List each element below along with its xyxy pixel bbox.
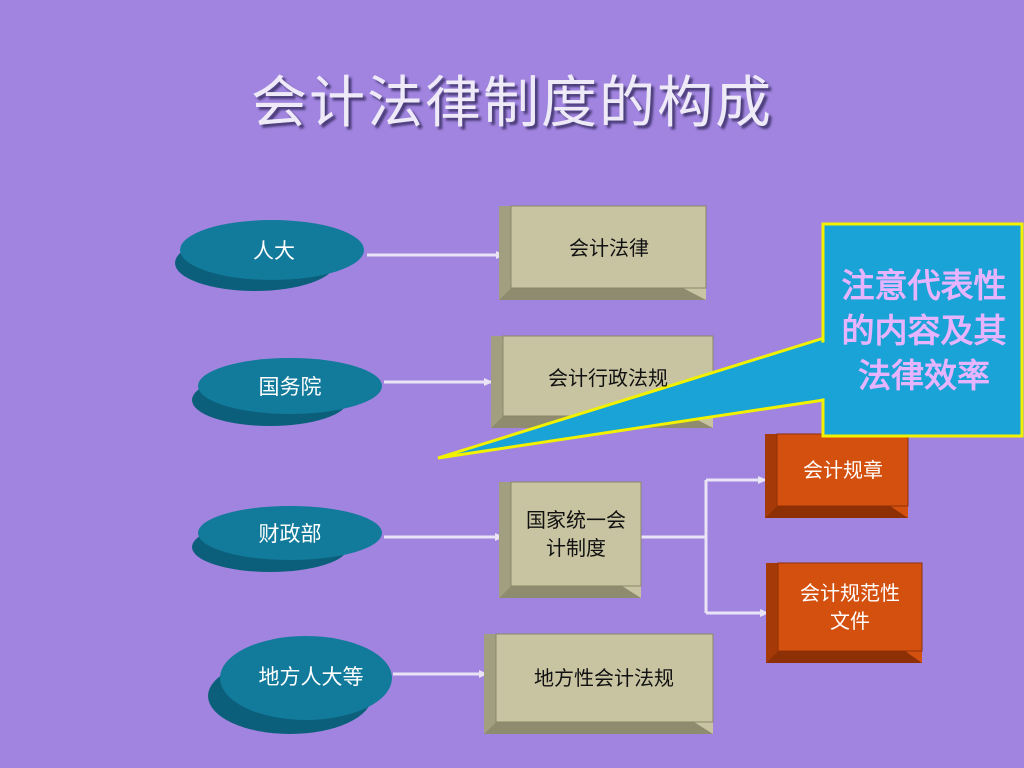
- document-label-difangxing: 地方性会计法规: [534, 666, 674, 690]
- sub-document-box-guifanxing: [766, 562, 923, 663]
- page-title: 会计法律制度的构成: [251, 71, 773, 136]
- document-label-kuaijifalv: 会计法律: [569, 236, 649, 260]
- document-box-guojiatongyi: [499, 481, 642, 598]
- callout-text: 注意代表性的内容及其法律效率: [841, 265, 1007, 395]
- sub-document-label-guizhang: 会计规章: [803, 458, 883, 482]
- issuer-label-difang: 地方人大等: [258, 665, 364, 689]
- issuer-label-guowuyuan: 国务院: [258, 375, 322, 399]
- callout-shape: [437, 222, 1024, 460]
- sub-document-box-guizhang: [765, 433, 909, 518]
- document-label-guojiatongyi: 国家统一会计制度: [526, 508, 626, 560]
- branch-connector: [641, 476, 769, 617]
- issuer-ellipse-guowuyuan: [192, 358, 382, 426]
- document-box-difangxing: [484, 633, 714, 734]
- issuer-label-caizhengbu: 财政部: [258, 522, 322, 546]
- issuer-ellipse-difang: [208, 636, 392, 734]
- document-label-xingzhengfagui: 会计行政法规: [548, 366, 668, 390]
- issuer-ellipse-caizhengbu: [192, 506, 382, 572]
- issuer-label-renda: 人大: [253, 239, 295, 263]
- document-box-kuaijifalv: [499, 205, 707, 300]
- issuer-ellipse-renda: [175, 220, 364, 291]
- sub-document-label-guifanxing: 会计规范性文件: [800, 581, 900, 633]
